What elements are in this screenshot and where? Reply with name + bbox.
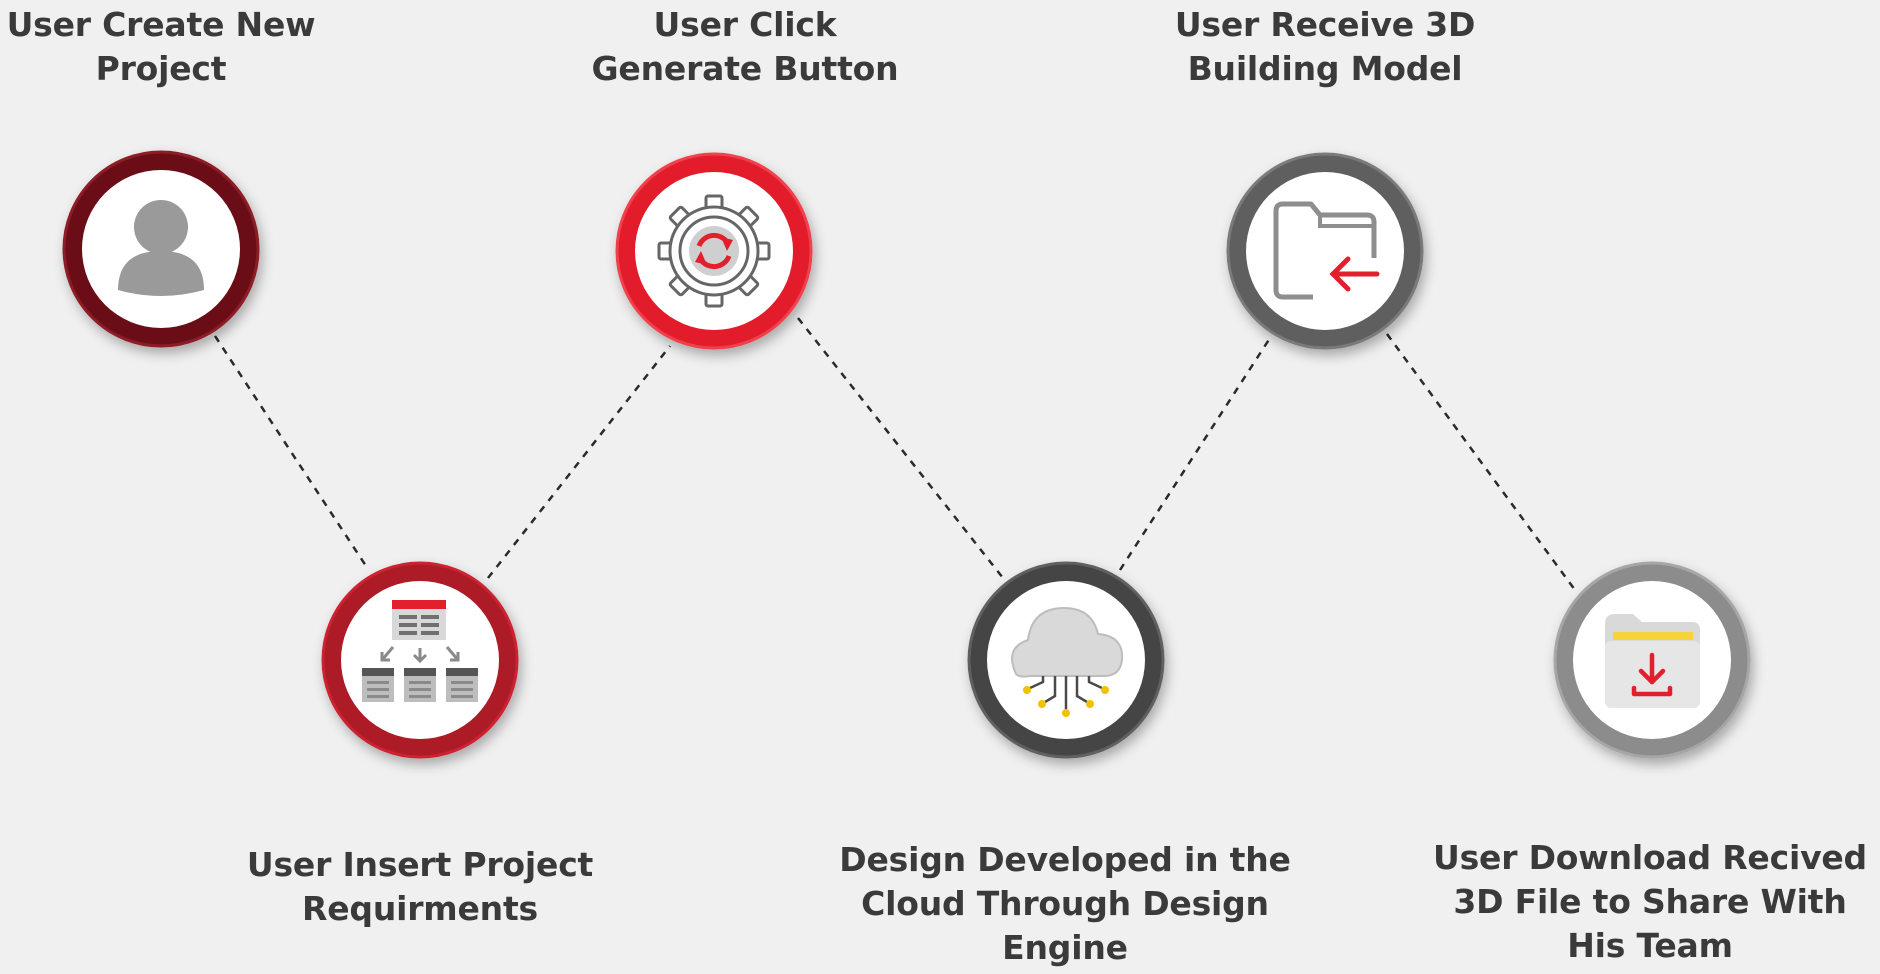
cloud-icon [1011,606,1124,717]
step-label-insert-requirements: User Insert Project Requirments [246,845,594,928]
connectors [213,317,1577,591]
connector-3-4 [797,317,1004,579]
step-label-cloud-design: Design Developed in the Cloud Through De… [839,840,1291,967]
hierarchy-icon [362,600,478,702]
connector-1-2 [213,335,368,567]
step-node-receive-model [1226,152,1424,350]
connector-5-6 [1385,333,1577,591]
folder-receive-icon [1273,201,1380,300]
gear-refresh-icon [657,194,771,308]
node-face [1246,172,1404,330]
folder-download-icon [1605,614,1700,708]
step-label-download-share: User Download Recived 3D File to Share W… [1433,838,1867,965]
connector-4-5 [1118,337,1272,571]
step-label-receive-model: User Receive 3D Building Model [1174,5,1476,88]
user-icon [118,200,204,296]
connector-2-3 [487,345,671,579]
step-label-create-project: User Create New Project [6,5,316,88]
step-label-generate: User Click Generate Button [591,5,899,88]
